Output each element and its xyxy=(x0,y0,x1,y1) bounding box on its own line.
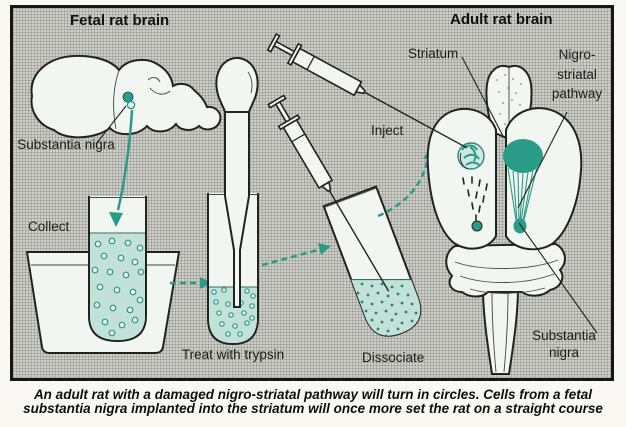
tissue-cells xyxy=(211,287,256,337)
substantia-nigra-fetal-pointer xyxy=(95,105,127,145)
collect-label: Collect xyxy=(28,219,70,234)
tissue-cells xyxy=(91,237,145,337)
arrow-to-trypsin xyxy=(170,277,212,289)
substantia-nigra-adult-pointer xyxy=(518,222,598,334)
substantia-nigra-spot xyxy=(122,91,134,103)
treat-with-trypsin-label: Treat with trypsin xyxy=(181,347,285,362)
fetal-brain-illustration xyxy=(30,54,222,139)
adult-brain-title: Adult rat brain xyxy=(450,11,553,28)
collect-test-tube xyxy=(88,196,147,343)
adult-brain-illustration xyxy=(426,56,598,375)
arrow-collect xyxy=(109,109,134,227)
nigro-striatal-pointer xyxy=(517,111,568,209)
striatum-pointer xyxy=(461,56,504,137)
migrating-cells xyxy=(462,176,488,221)
nigro-line-3: pathway xyxy=(551,86,603,101)
pipette xyxy=(215,56,259,308)
nigro-line-1: Nigro- xyxy=(558,47,596,62)
striatum-label: Striatum xyxy=(408,46,459,61)
inject-label: Inject xyxy=(371,123,404,138)
substantia-nigra-adult-label: Substantia nigra xyxy=(532,328,596,360)
nigro-striatal-pathway-label: Nigro- striatal pathway xyxy=(543,45,611,104)
graft-injection-site xyxy=(457,142,485,170)
arrow-to-dissociate xyxy=(261,243,331,267)
substantia-nigra-fetal-label: Substantia nigra xyxy=(17,137,115,152)
dissociate-label: Dissociate xyxy=(362,350,425,365)
caption-line-2: substantia nigra implanted into the stri… xyxy=(23,401,603,416)
nigro-line-2: striatal xyxy=(557,66,597,82)
caption-line-1: An adult rat with a damaged nigro-striat… xyxy=(33,387,593,402)
fetal-brain-title: Fetal rat brain xyxy=(70,12,170,29)
dissociate-test-tube xyxy=(322,185,428,343)
